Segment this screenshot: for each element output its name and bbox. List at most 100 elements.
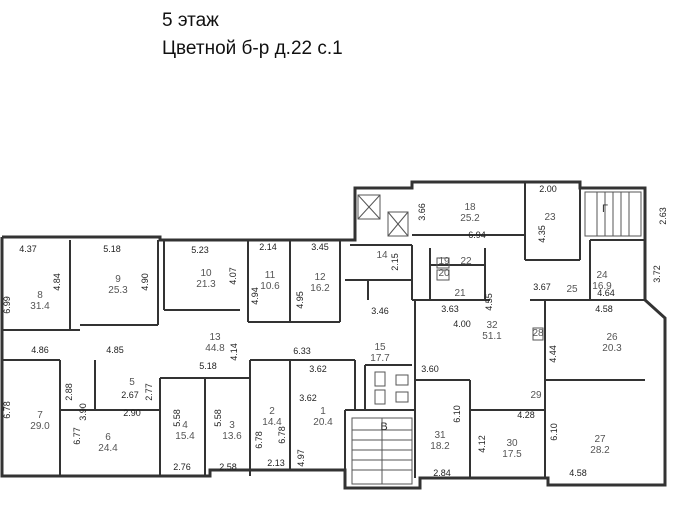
- room-area: 16.9: [592, 281, 612, 292]
- room-number: 25: [566, 284, 578, 295]
- room-number: 22: [460, 256, 472, 267]
- dimension-label: 2.67: [121, 390, 139, 400]
- dimension-label: 4.12: [477, 435, 487, 453]
- stair-label: В: [380, 421, 387, 433]
- dimension-label: 4.95: [295, 291, 305, 309]
- dimension-label: 4.00: [453, 319, 471, 329]
- room-number: 7: [37, 410, 43, 421]
- room-area: 24.4: [98, 443, 118, 454]
- stair-g: [584, 191, 642, 237]
- dimension-label: 4.28: [517, 410, 535, 420]
- dimension-label: 3.45: [311, 242, 329, 252]
- dimension-label: 4.86: [31, 345, 49, 355]
- room-area: 16.2: [310, 283, 330, 294]
- room-area: 20.4: [313, 417, 333, 428]
- dimension-label: 6.78: [2, 401, 12, 419]
- outer-walls: [0, 180, 667, 490]
- room-number: 11: [265, 270, 276, 281]
- dimension-label: 6.78: [277, 426, 287, 444]
- room-number: 1: [320, 406, 326, 417]
- room-number: 13: [209, 332, 221, 343]
- room-number: 14: [376, 250, 388, 261]
- dimension-label: 2.00: [539, 184, 557, 194]
- dimension-label: 2.63: [658, 207, 668, 225]
- dimension-label: 6.94: [468, 230, 486, 240]
- dimension-label: 6.33: [293, 346, 311, 356]
- room-area: 18.2: [430, 441, 450, 452]
- room-area: 17.7: [370, 353, 390, 364]
- dimension-label: 3.72: [652, 265, 662, 283]
- room-number: 8: [37, 290, 43, 301]
- dimension-label: 4.84: [52, 273, 62, 291]
- address-title: Цветной б-р д.22 с.1: [162, 38, 343, 59]
- dimension-label: 4.58: [569, 468, 587, 478]
- dimension-label: 3.67: [533, 282, 551, 292]
- dimension-label: 3.63: [441, 304, 459, 314]
- interior-walls: [2, 182, 645, 488]
- room-area: 17.5: [502, 449, 522, 460]
- room-number: 24: [596, 270, 608, 281]
- room-number: 5: [129, 377, 135, 388]
- room-number: 2: [269, 406, 275, 417]
- dimension-label: 5.58: [172, 409, 182, 427]
- dimension-label: 4.58: [595, 304, 613, 314]
- dimension-label: 6.78: [254, 431, 264, 449]
- dimension-label: 2.14: [259, 242, 277, 252]
- room-number: 23: [544, 212, 556, 223]
- room-area: 15.4: [175, 431, 195, 442]
- room-number: 20: [438, 268, 450, 279]
- dimension-label: 3.62: [299, 393, 317, 403]
- dimension-label: 5.58: [213, 409, 223, 427]
- dimension-label: 4.44: [548, 345, 558, 363]
- dimension-label: 2.77: [144, 383, 154, 401]
- dimension-label: 4.55: [484, 293, 494, 311]
- dimension-label: 6.10: [452, 405, 462, 423]
- dimension-label: 2.90: [123, 408, 141, 418]
- dimension-label: 6.10: [549, 423, 559, 441]
- room-area: 25.3: [108, 285, 128, 296]
- room-number: 19: [438, 256, 450, 267]
- dimension-label: 2.88: [64, 383, 74, 401]
- dimension-label: 2.84: [433, 468, 451, 478]
- dimension-label: 4.14: [229, 343, 239, 361]
- dimension-label: 4.97: [296, 449, 306, 467]
- dimension-label: 4.64: [597, 288, 615, 298]
- stair-label: Г: [602, 203, 608, 215]
- room-area: 31.4: [30, 301, 50, 312]
- elevator-shafts: [357, 194, 409, 237]
- dimension-label: 6.99: [2, 296, 12, 314]
- dimension-label: 5.18: [103, 244, 121, 254]
- room-number: 28: [532, 328, 544, 339]
- dimension-label: 5.18: [199, 361, 217, 371]
- room-number: 26: [606, 332, 618, 343]
- dimension-label: 2.13: [267, 458, 285, 468]
- dimension-label: 4.37: [19, 244, 37, 254]
- room-area: 29.0: [30, 421, 50, 432]
- dimension-label: 2.15: [390, 253, 400, 271]
- wc-fixtures: [374, 257, 544, 405]
- dimension-label: 3.62: [309, 364, 327, 374]
- room-number: 29: [530, 390, 542, 401]
- dimension-label: 3.66: [417, 203, 427, 221]
- room-area: 20.3: [602, 343, 622, 354]
- room-number: 27: [594, 434, 606, 445]
- dimension-label: 4.94: [250, 287, 260, 305]
- room-number: 10: [200, 268, 212, 279]
- room-number: 4: [182, 420, 188, 431]
- room-number: 12: [314, 272, 326, 283]
- room-number: 30: [506, 438, 518, 449]
- room-number: 15: [374, 342, 386, 353]
- room-number: 18: [464, 202, 476, 213]
- dimension-label: 3.90: [78, 403, 88, 421]
- room-area: 28.2: [590, 445, 610, 456]
- room-area: 14.4: [262, 417, 282, 428]
- room-area: 21.3: [196, 279, 216, 290]
- room-number: 6: [105, 432, 111, 443]
- stair-b: [351, 417, 413, 485]
- dimension-label: 2.76: [173, 462, 191, 472]
- room-area: 44.8: [205, 343, 225, 354]
- room-number: 31: [434, 430, 446, 441]
- dimension-label: 4.85: [106, 345, 124, 355]
- dimension-label: 3.60: [421, 364, 439, 374]
